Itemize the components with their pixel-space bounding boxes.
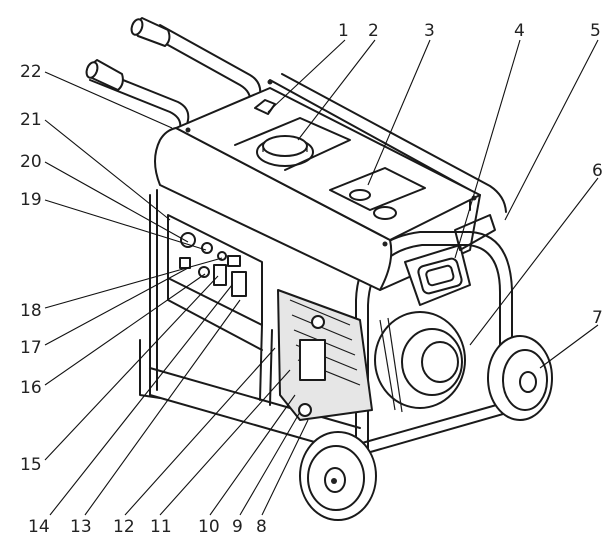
control-panel: [167, 214, 263, 351]
fuse-holder-icon: [198, 266, 210, 278]
wheel-rear: [487, 335, 553, 421]
callout-4: 4: [514, 21, 525, 41]
callout-8: 8: [256, 517, 267, 537]
fuel-cap: [256, 135, 314, 167]
callout-3: 3: [424, 21, 435, 41]
callout-17: 17: [20, 338, 42, 358]
callout-6: 6: [592, 161, 603, 181]
handle-bars: [85, 17, 262, 136]
wheel-front: [299, 431, 377, 521]
leader-lines: [44, 39, 599, 516]
callout-5: 5: [590, 21, 601, 41]
flywheel-cover: [374, 311, 466, 413]
callout-13: 13: [70, 517, 92, 537]
socket-left-icon: [213, 264, 227, 286]
callout-22: 22: [20, 62, 42, 82]
drain-plug-icon: [298, 403, 312, 417]
callout-20: 20: [20, 152, 42, 172]
callout-labels: 1 2 3 4 5 6 7 8 9 10 11 12 13 14 15 16 1…: [20, 21, 603, 537]
socket-right-icon: [231, 271, 247, 297]
callout-1: 1: [338, 21, 349, 41]
air-filter: [404, 244, 471, 306]
callout-16: 16: [20, 378, 42, 398]
callout-10: 10: [198, 517, 220, 537]
callout-21: 21: [20, 110, 42, 130]
callout-14: 14: [28, 517, 50, 537]
engine: [277, 214, 496, 421]
callout-9: 9: [232, 517, 243, 537]
dc-output-icon: [227, 255, 241, 267]
callout-7: 7: [592, 308, 603, 328]
callout-15: 15: [20, 455, 42, 475]
callout-19: 19: [20, 190, 42, 210]
callout-18: 18: [20, 301, 42, 321]
callout-11: 11: [150, 517, 172, 537]
top-cover: [154, 79, 481, 291]
breaker-icon: [179, 257, 191, 269]
switch-knob-icon: [201, 242, 213, 254]
callout-12: 12: [113, 517, 135, 537]
handle-grip-lower: [85, 59, 124, 91]
callout-2: 2: [368, 21, 379, 41]
handle-grip-upper: [130, 17, 171, 47]
